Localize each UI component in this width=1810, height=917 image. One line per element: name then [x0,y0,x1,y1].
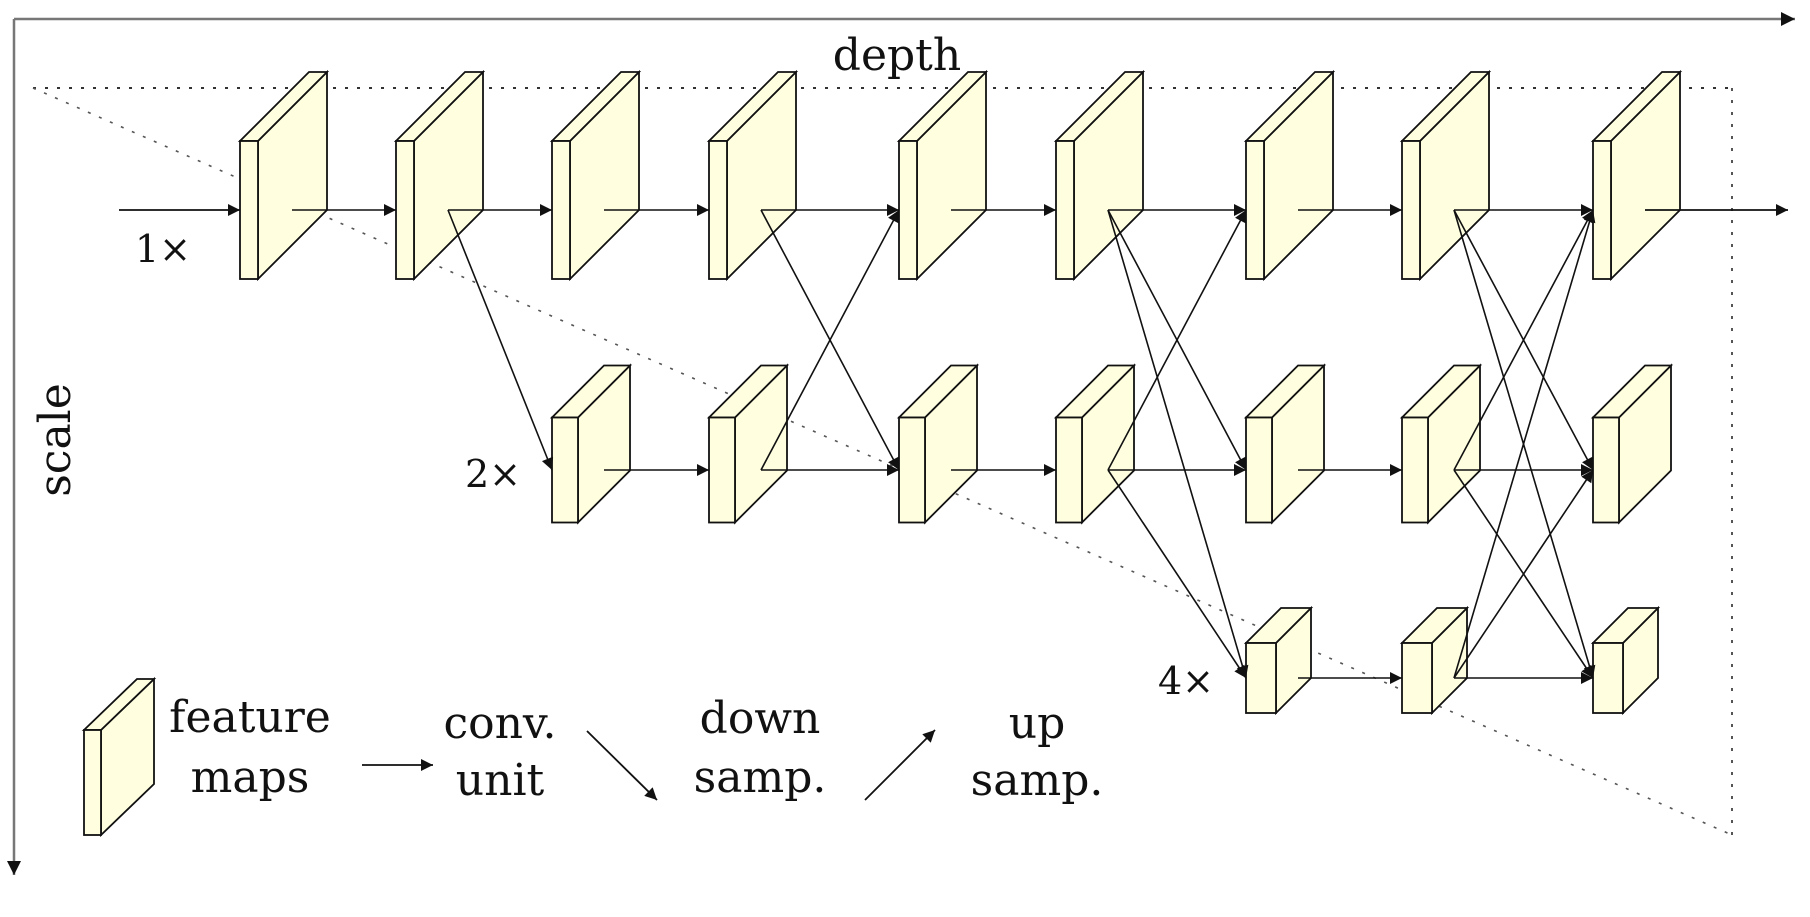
feature-map-front [1401,416,1429,524]
feature-map-s1-x0 [393,69,486,282]
feature-map-front [1592,416,1620,524]
down-connection-arrow [447,209,554,471]
up-connection-arrow [1453,209,1596,679]
legend-conv-line2: unit [456,755,545,806]
up-connection-arrow [1453,469,1594,679]
feature-map-s4-x1 [896,363,980,525]
depth-axis-label: depth [833,30,961,81]
down-connection-arrow [1107,469,1247,679]
feature-map-s7-x2 [1399,605,1470,716]
scale-axis-label: scale [30,383,81,497]
feature-map-front [1055,140,1075,280]
connections [292,204,1596,684]
feature-map-s8-x1 [1590,363,1674,525]
feature-map-s2-x0 [549,69,642,282]
feature-map-front [1245,416,1273,524]
feature-maps [237,69,1683,716]
feature-map-s4-x0 [896,69,989,282]
legend-feature-maps-line1: feature [169,692,331,743]
legend-feature-map-front [83,729,102,836]
down-connection-arrow [1107,209,1249,679]
feature-map-front [708,416,736,524]
active-region-outline [32,87,1733,836]
feature-map-front [239,140,259,280]
feature-map-s3-x1 [706,363,790,525]
feature-map-front [898,140,918,280]
feature-map-front [551,416,579,524]
legend-up-line2: samp. [971,755,1104,806]
feature-map-front [1245,140,1265,280]
legend-feature-maps-line2: maps [191,752,310,803]
feature-map-s0-x0 [237,69,330,282]
feature-map-s6-x0 [1243,69,1336,282]
feature-map-s2-x1 [549,363,633,525]
scale-label-4x: 4× [1158,659,1214,703]
feature-map-front [1592,140,1612,280]
feature-map-front [551,140,571,280]
feature-map-front [395,140,415,280]
legend-up-arrow [864,729,936,801]
legend-up-line1: up [1009,698,1066,749]
feature-map-s7-x1 [1399,363,1483,525]
feature-map-s6-x1 [1243,363,1327,525]
up-connection-arrow [760,209,900,471]
legend-feature-map [81,676,157,838]
scale-label-1x: 1× [135,227,191,271]
feature-map-front [1245,642,1277,714]
feature-map-s5-x0 [1053,69,1146,282]
feature-map-s6-x2 [1243,605,1314,716]
feature-map-s7-x0 [1399,69,1492,282]
legend-down-line2: samp. [694,752,827,803]
feature-map-s8-x0 [1590,69,1683,282]
feature-map-s8-x2 [1590,605,1661,716]
up-connection-arrow [1107,209,1247,471]
feature-map-front [1401,642,1433,714]
feature-map-s3-x0 [706,69,799,282]
feature-map-front [1055,416,1083,524]
axes: depth scale [7,12,1795,875]
feature-map-front [1401,140,1421,280]
legend-conv-line1: conv. [443,698,556,749]
feature-map-front [708,140,728,280]
feature-map-s5-x1 [1053,363,1137,525]
feature-map-front [1592,642,1624,714]
legend-down-line1: down [700,693,821,744]
legend: feature maps conv. unit down samp. up sa… [81,676,1104,838]
feature-map-front [898,416,926,524]
legend-down-arrow [586,730,658,801]
scale-label-2x: 2× [465,452,521,496]
up-connection-arrow [1453,209,1594,471]
